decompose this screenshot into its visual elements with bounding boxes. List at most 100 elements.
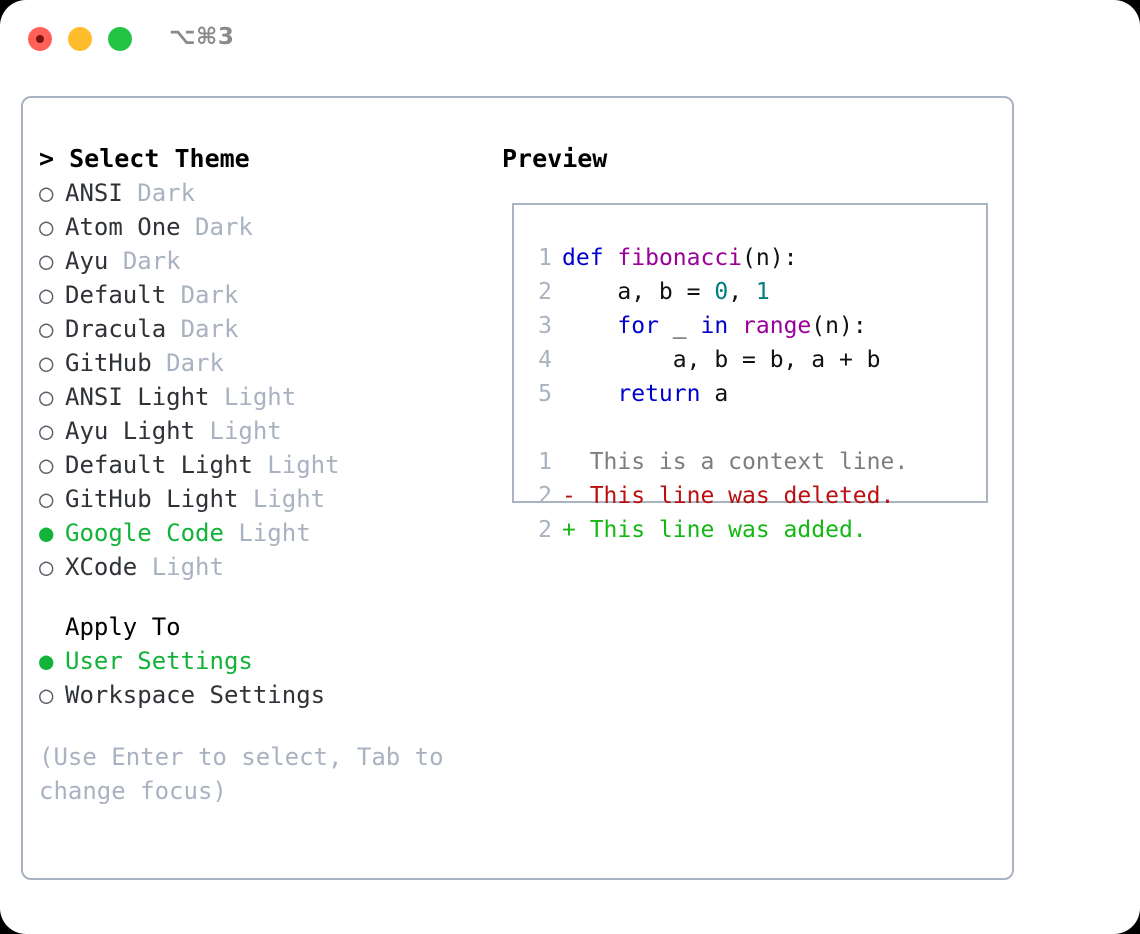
code-spacer: [528, 411, 980, 445]
apply-to-option-workspace-settings[interactable]: ○ Workspace Settings: [39, 678, 499, 712]
radio-selected-icon: ●: [39, 519, 54, 547]
minimize-window-button[interactable]: [68, 27, 92, 51]
code-token-plain: (n):: [811, 313, 867, 339]
theme-option-label: Ayu Light: [65, 417, 196, 445]
maximize-window-button[interactable]: [108, 27, 132, 51]
code-line-number: 5: [538, 381, 552, 407]
code-token-kw: return: [617, 381, 701, 407]
radio-unselected-icon: ○: [39, 485, 54, 513]
radio-unselected-icon: ○: [39, 281, 54, 309]
theme-option-category: Light: [223, 383, 297, 411]
code-line-number: 2: [538, 279, 552, 305]
theme-option-default-light[interactable]: ○ Default Light Light: [39, 448, 499, 482]
radio-unselected-icon: ○: [39, 417, 54, 445]
theme-option-category: Light: [267, 451, 340, 479]
theme-option-atom-one[interactable]: ○Atom One Dark: [39, 210, 499, 244]
theme-option-category: Dark: [122, 247, 181, 275]
theme-option-label: Google Code: [65, 519, 224, 547]
theme-option-dracula[interactable]: ○ Dracula Dark: [39, 312, 499, 346]
apply-to-option-label: User Settings: [65, 647, 253, 675]
close-window-button[interactable]: [28, 27, 52, 51]
theme-option-ayu-light[interactable]: ○ Ayu Light Light: [39, 414, 499, 448]
apply-to-option-list[interactable]: ●User Settings ○ Workspace Settings: [39, 644, 499, 712]
diff-line-text: - This line was deleted.: [562, 483, 895, 509]
code-token-plain: (n):: [742, 245, 798, 271]
radio-unselected-icon: ○: [39, 247, 54, 275]
theme-option-label: Default: [65, 281, 167, 309]
theme-option-label: Dracula: [65, 315, 167, 343]
select-theme-heading: > Select Theme: [39, 144, 250, 173]
code-line: 4 a, b = b, a + b: [528, 343, 980, 377]
apply-to-option-label: Workspace Settings: [65, 681, 326, 709]
code-token-num: 0: [714, 279, 729, 305]
code-token-plain: a, b = b, a + b: [562, 347, 881, 373]
theme-option-label: Default Light: [65, 451, 253, 479]
theme-option-category: Light: [238, 519, 311, 547]
theme-option-category: Dark: [180, 281, 239, 309]
apply-to-option-user-settings[interactable]: ●User Settings: [39, 644, 499, 678]
radio-unselected-icon: ○: [39, 349, 54, 377]
theme-option-label: GitHub Light: [65, 485, 239, 513]
theme-option-github[interactable]: ○ GitHub Dark: [39, 346, 499, 380]
code-line: 1 def fibonacci(n):: [528, 241, 980, 275]
theme-option-category: Light: [209, 417, 282, 445]
code-token-plain: [562, 381, 617, 407]
theme-option-category: Dark: [166, 349, 224, 377]
code-token-plain: ,: [728, 279, 756, 305]
radio-unselected-icon: ○: [39, 315, 54, 343]
theme-option-xcode[interactable]: ○XCode Light: [39, 550, 499, 584]
theme-option-label: ANSI Light: [65, 383, 210, 411]
theme-option-ayu[interactable]: ○ Ayu Dark: [39, 244, 499, 278]
code-line: 3 for _ in range(n):: [528, 309, 980, 343]
window-titlebar: ⌥⌘3: [0, 0, 1140, 78]
theme-option-category: Dark: [137, 179, 196, 207]
content-panel: > Select Theme ○ANSI Dark○Atom One Dark○…: [21, 96, 1014, 880]
code-token-kw: for: [617, 313, 659, 339]
theme-option-category: Dark: [180, 315, 239, 343]
theme-option-label: GitHub: [65, 349, 152, 377]
code-token-plain: a: [700, 381, 729, 407]
theme-option-category: Light: [252, 485, 326, 513]
code-token-fn: fibonacci: [617, 245, 743, 271]
code-token-plain: [562, 313, 617, 339]
code-token-plain: a, b =: [562, 279, 715, 305]
theme-option-google-code[interactable]: ● Google Code Light: [39, 516, 499, 550]
radio-unselected-icon: ○: [39, 179, 54, 207]
radio-unselected-icon: ○: [39, 383, 54, 411]
radio-unselected-icon: ○: [39, 451, 54, 479]
code-line: 2 a, b = 0, 1: [528, 275, 980, 309]
theme-option-list[interactable]: ○ANSI Dark○Atom One Dark○Ayu Dark○Defaul…: [39, 176, 499, 584]
theme-option-ansi[interactable]: ○ ANSI Dark: [39, 176, 499, 210]
code-line-number: 4: [538, 347, 552, 373]
radio-unselected-icon: ○: [39, 681, 54, 709]
preview-heading: Preview: [502, 144, 608, 173]
diff-line-del: 2 - This line was deleted.: [528, 479, 980, 513]
code-token-kw: in: [700, 313, 729, 339]
theme-option-label: XCode: [65, 553, 138, 581]
code-token-plain: [604, 245, 618, 271]
diff-line-ctx: 1 This is a context line.: [528, 445, 980, 479]
code-line-number: 1: [538, 245, 552, 271]
theme-option-github-light[interactable]: ○ GitHub Light Light: [39, 482, 499, 516]
theme-option-category: Dark: [195, 213, 253, 241]
radio-unselected-icon: ○: [39, 553, 54, 581]
keyboard-shortcut-label: ⌥⌘3: [169, 24, 235, 50]
code-token-num: 1: [755, 279, 770, 305]
diff-line-number: 2: [538, 483, 552, 509]
code-token-fn: range: [742, 313, 812, 339]
theme-option-ansi-light[interactable]: ○ ANSI Light Light: [39, 380, 499, 414]
theme-option-default[interactable]: ○ Default Dark: [39, 278, 499, 312]
diff-line-number: 2: [538, 517, 552, 543]
code-line-number: 3: [538, 313, 552, 339]
theme-option-label: Ayu: [65, 247, 109, 275]
code-token-kw: def: [562, 245, 604, 271]
diff-line-text: + This line was added.: [562, 517, 867, 543]
keyboard-hint-text: (Use Enter to select, Tab to change focu…: [39, 743, 444, 805]
theme-option-label: ANSI: [65, 179, 123, 207]
diff-line-add: 2 + This line was added.: [528, 513, 980, 547]
code-line: 5 return a: [528, 377, 980, 411]
